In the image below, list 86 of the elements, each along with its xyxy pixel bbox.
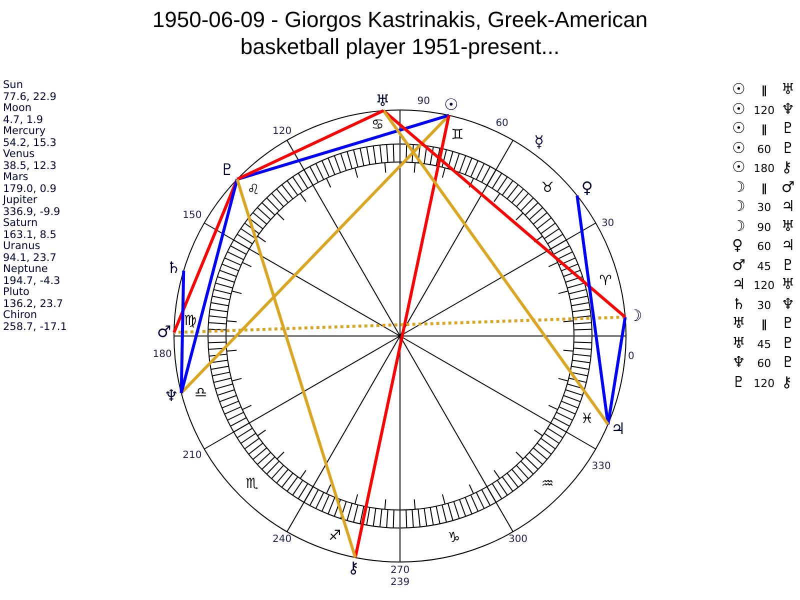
zodiac-sign: ♉ [541, 180, 554, 196]
degree-label: 239 [390, 577, 410, 589]
planet-name: Saturn [3, 218, 38, 230]
position-value: 258.7, -17.1 [3, 322, 67, 333]
degree-label: 300 [508, 534, 528, 546]
aspect-entry: ☉ 180 ⚷ [732, 158, 792, 178]
aspect-entry: ☽ 30 ♃ [732, 197, 795, 217]
planet-glyph: ♆ [161, 386, 182, 406]
degree-label: 120 [272, 126, 292, 138]
planet-name: Moon [3, 103, 32, 114]
position-value: 163.1, 8.5 [3, 230, 56, 241]
aspect-entry: ☉ 60 ♇ [732, 138, 795, 158]
aspect-entry: ☉ ∥ ♅ [732, 80, 795, 100]
aspect-line [576, 195, 610, 424]
planet-name: Jupiter [3, 195, 38, 206]
aspect-line [236, 114, 450, 181]
position-value: 38.5, 12.3 [3, 160, 56, 172]
position-value: 179.0, 0.9 [3, 184, 56, 195]
zodiac-sign: ♏ [246, 476, 258, 492]
planet-glyph: ☉ [441, 95, 462, 116]
planet-name: Sun [3, 80, 23, 92]
aspect-entry: ♆ 60 ♇ [732, 353, 795, 373]
zodiac-sign: ♓ [580, 411, 594, 428]
planet-name: Pluto [3, 287, 30, 298]
position-value: 136.2, 23.7 [3, 298, 64, 310]
position-value: 54.2, 15.3 [3, 138, 56, 149]
aspect-entry: ♂ 45 ♇ [732, 256, 795, 276]
planet-name: Venus [3, 149, 35, 160]
aspect-entry: ♄ 30 ♆ [732, 294, 795, 314]
zodiac-sign: ♊ [451, 127, 464, 144]
planet-glyph: ♇ [217, 160, 238, 180]
degree-label: 330 [592, 460, 611, 473]
planet-glyph: ♅ [372, 90, 393, 111]
planet-glyph: ☽ [625, 306, 646, 326]
planet-glyph: ♂ [154, 322, 174, 342]
aspect-entry: ♀ 60 ♃ [732, 236, 795, 256]
aspect-line [354, 115, 450, 558]
planet-glyph: ♀ [577, 178, 598, 198]
position-value: 4.7, 1.9 [3, 114, 44, 126]
planet-name: Neptune [3, 264, 48, 276]
planet-name: Mars [3, 172, 28, 184]
planet-glyph: ☿ [529, 132, 550, 152]
position-value: 94.1, 23.7 [3, 252, 56, 264]
aspect-entry: ♇ 120 ⚷ [732, 372, 792, 392]
degree-label: 180 [152, 349, 172, 362]
zodiac-sign: ♋ [371, 117, 384, 134]
aspect-line [382, 110, 610, 426]
zodiac-sign: ♐ [328, 528, 342, 544]
zodiac-sign: ♍ [184, 313, 197, 330]
aspect-line [180, 270, 186, 393]
degree-label: 210 [182, 450, 202, 462]
aspect-entry: ♅ 45 ♇ [732, 334, 795, 354]
zodiac-sign: ♌ [247, 182, 260, 198]
aspect-line [606, 316, 627, 425]
aspect-line [174, 316, 626, 334]
aspect-entry: ♅ ∥ ♇ [732, 314, 795, 334]
planet-glyph: ♃ [608, 418, 628, 439]
aspect-entry: ☽ 90 ♅ [732, 216, 795, 236]
planet-name: Mercury [3, 126, 46, 138]
planet-glyph: ♄ [164, 258, 184, 278]
degree-label: 270 [390, 565, 410, 577]
position-value: 194.7, -4.3 [3, 276, 60, 287]
position-value: 336.9, -9.9 [3, 206, 60, 218]
degree-label: 0 [628, 351, 634, 364]
aspect-line [236, 109, 384, 181]
planet-glyph: ⚷ [343, 558, 364, 578]
aspect-entry: ☉ 120 ♆ [732, 100, 795, 120]
position-value: 77.6, 22.9 [3, 92, 56, 103]
zodiac-sign: ♒ [541, 476, 554, 492]
planet-name: Chiron [3, 310, 38, 322]
zodiac-sign: ♎ [194, 385, 208, 402]
zodiac-sign: ♑ [448, 530, 460, 546]
aspect-line [382, 109, 626, 318]
degree-label: 30 [601, 218, 614, 230]
aspect-line [180, 178, 239, 394]
zodiac-sign: ♈ [599, 272, 612, 289]
aspect-entry: ☽ ∥ ♂ [732, 178, 795, 198]
aspect-entry: ♃ 120 ♅ [732, 275, 795, 295]
aspect-line [236, 178, 357, 558]
planet-name: Uranus [3, 241, 40, 252]
degree-label: 90 [417, 96, 430, 108]
degree-label: 240 [272, 534, 292, 546]
chart-title: 1950-06-09 - Giorgos Kastrinakis, Greek-American basketball player 1951-present... [151, 6, 649, 60]
degree-label: 150 [182, 210, 202, 222]
degree-label: 60 [496, 118, 508, 130]
aspect-entry: ☉ ∥ ♇ [732, 119, 795, 139]
